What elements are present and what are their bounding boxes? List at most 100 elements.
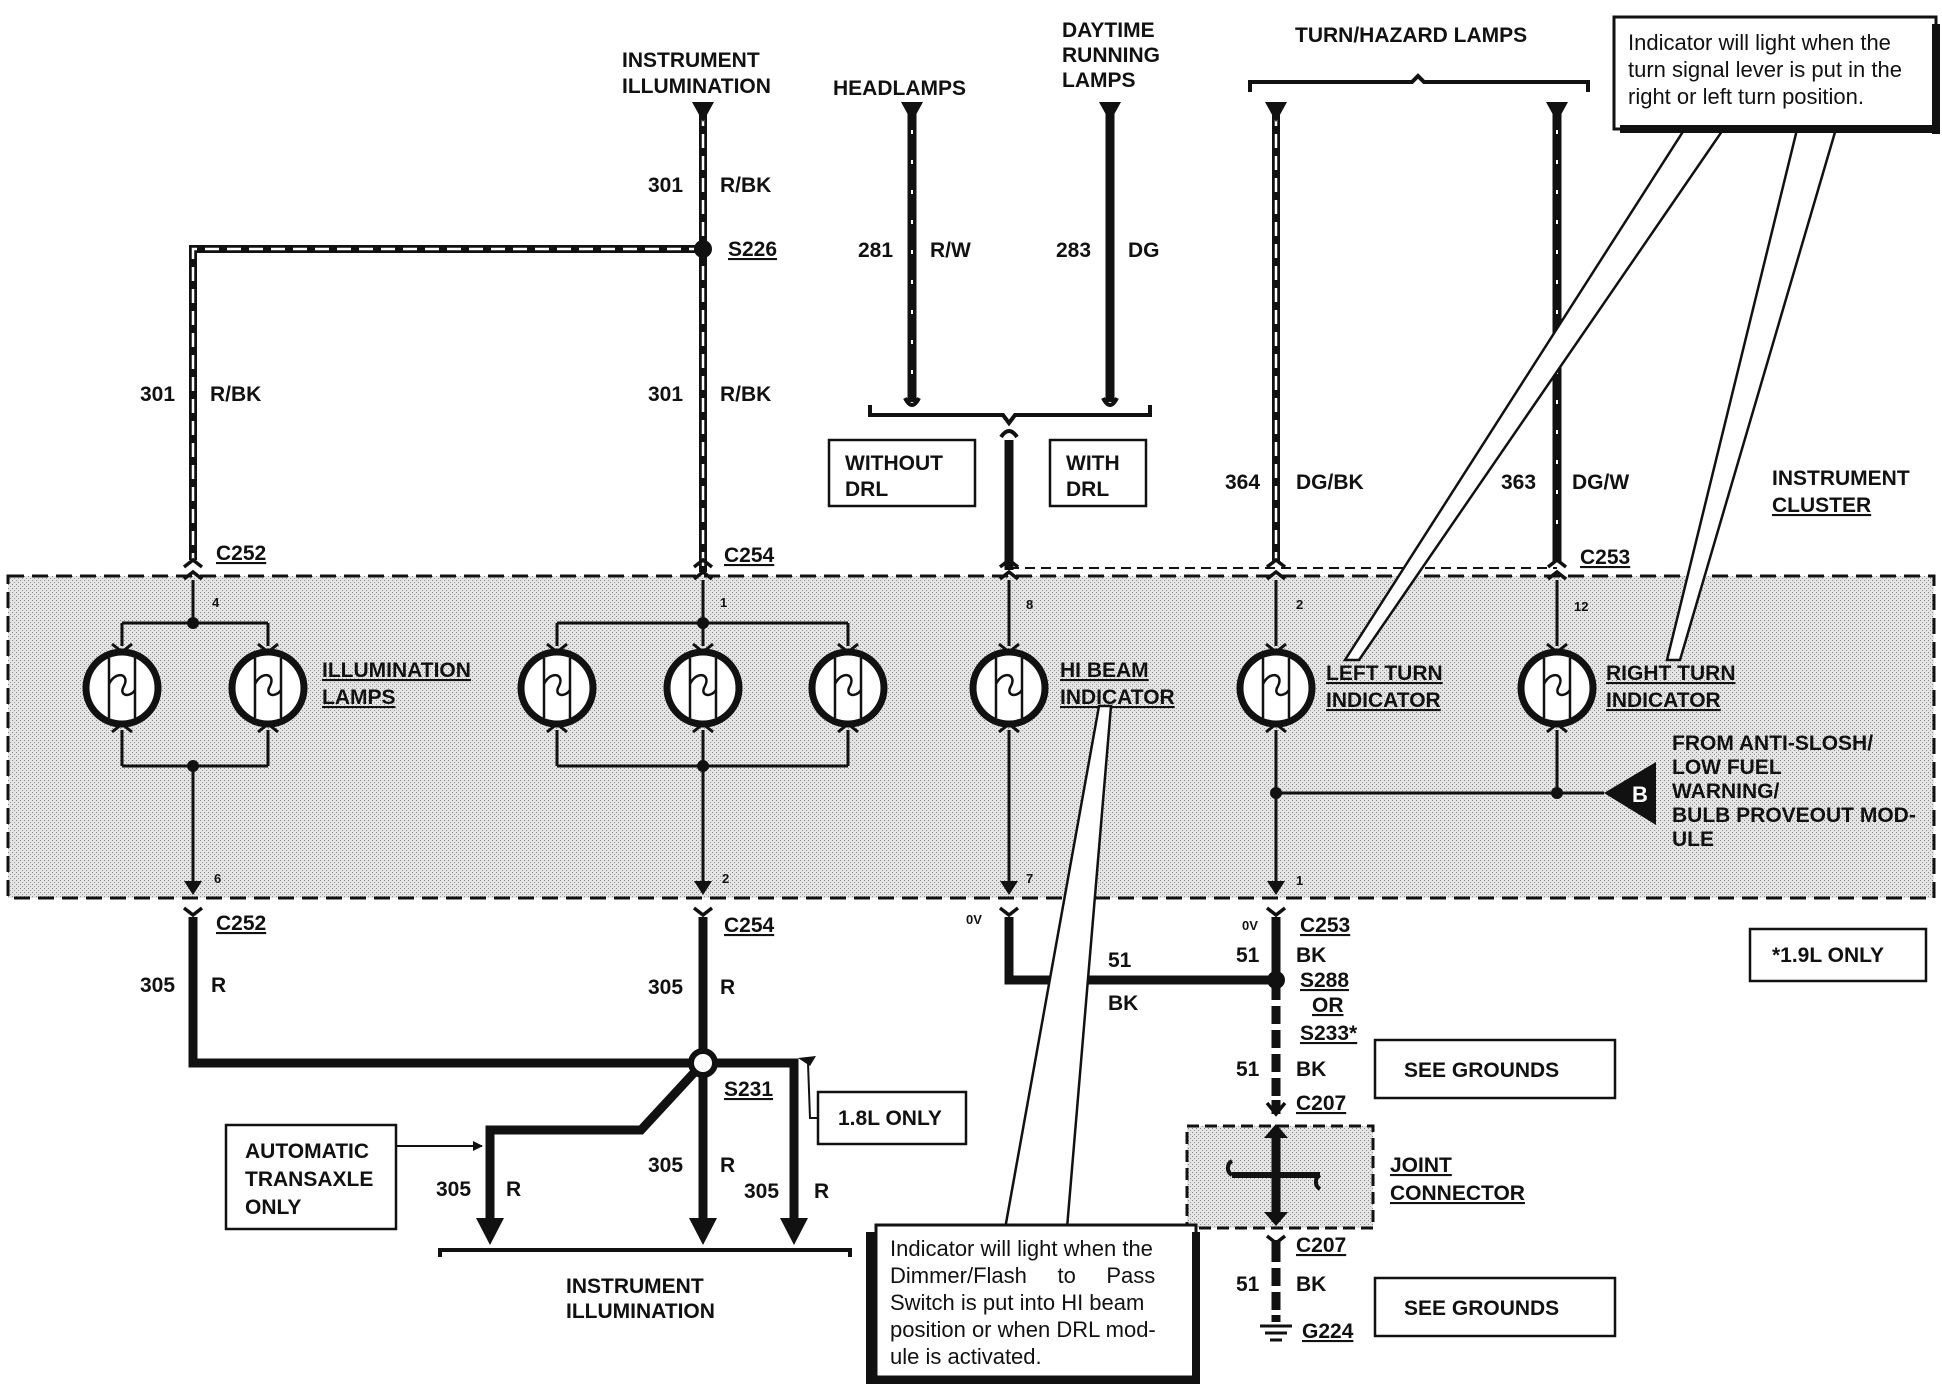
hi-beam-note: Indicator will light when the Dimmer/Fla…	[866, 704, 1200, 1384]
bulb-group	[82, 642, 1597, 734]
right-turn-indicator-label: RIGHT TURN INDICATOR	[1606, 662, 1736, 712]
svg-text:51: 51	[1108, 949, 1132, 972]
svg-text:LAMPS: LAMPS	[1062, 69, 1136, 92]
illumination-lamp-4	[663, 642, 743, 734]
voltage-hibeam: 0V	[966, 912, 982, 927]
svg-text:position or when DRL mod-: position or when DRL mod-	[890, 1317, 1156, 1342]
svg-text:AUTOMATIC: AUTOMATIC	[245, 1140, 369, 1163]
right-turn-bulb	[1517, 642, 1597, 734]
wire-301-top-label: 301 R/BK	[648, 174, 771, 197]
svg-text:ule is activated.: ule is activated.	[890, 1344, 1042, 1369]
wire-305-branch-1-label: 305 R	[436, 1178, 521, 1201]
svg-text:INDICATOR: INDICATOR	[1326, 689, 1441, 712]
svg-text:BK: BK	[1296, 1273, 1326, 1296]
header-daytime-running-lamps: DAYTIME RUNNING LAMPS	[1062, 19, 1160, 92]
svg-text:364: 364	[1225, 471, 1260, 494]
joint-connector-label: JOINT CONNECTOR	[1390, 1154, 1525, 1205]
svg-text:WARNING/: WARNING/	[1672, 780, 1779, 803]
svg-text:R: R	[720, 976, 735, 999]
ground-g224-label: G224	[1302, 1320, 1354, 1343]
svg-text:S233*: S233*	[1300, 1022, 1358, 1045]
bottom-instrument-illumination-label: INSTRUMENT ILLUMINATION	[566, 1275, 715, 1323]
without-drl-box: WITHOUT DRL	[827, 438, 977, 508]
svg-text:RUNNING: RUNNING	[1062, 44, 1160, 67]
see-grounds-box-1: SEE GROUNDS	[1373, 1038, 1617, 1100]
svg-text:INDICATOR: INDICATOR	[1060, 686, 1175, 709]
pin-2b: 2	[722, 871, 729, 886]
svg-text:DG/W: DG/W	[1572, 471, 1629, 494]
svg-text:OR: OR	[1312, 994, 1344, 1017]
svg-text:INSTRUMENT: INSTRUMENT	[1772, 467, 1910, 490]
pin-1b: 1	[1296, 873, 1303, 888]
connector-c253-bottom: C253	[1300, 914, 1350, 937]
voltage-turn: 0V	[1242, 918, 1258, 933]
svg-text:R/BK: R/BK	[720, 383, 771, 406]
svg-text:turn signal lever is put in th: turn signal lever is put in the	[1628, 57, 1902, 82]
svg-text:SEE GROUNDS: SEE GROUNDS	[1404, 1297, 1559, 1320]
illumination-lamp-3	[517, 642, 597, 734]
svg-text:BK: BK	[1296, 1058, 1326, 1081]
svg-text:BK: BK	[1108, 992, 1138, 1015]
wire-305-mid-label: 305 R	[648, 976, 735, 999]
wire-301-top-arrow	[692, 102, 714, 122]
wire-364-label: 364 DG/BK	[1225, 471, 1364, 494]
connector-c252-bottom: C252	[216, 912, 266, 935]
svg-text:CLUSTER: CLUSTER	[1772, 494, 1871, 517]
wire-51-segment-2-label: 51 BK	[1236, 1058, 1326, 1081]
connector-c253-top: C253	[1580, 546, 1630, 569]
svg-text:DG: DG	[1128, 239, 1160, 262]
wire-51-horizontal-label: 51 BK	[1108, 949, 1138, 1015]
pin-12: 12	[1574, 599, 1588, 614]
wire-51-segment-1-label: 51 BK	[1236, 944, 1326, 967]
pin-7: 7	[1026, 871, 1033, 886]
pin-6: 6	[214, 871, 221, 886]
svg-text:INDICATOR: INDICATOR	[1606, 689, 1721, 712]
wire-301-left-label: 301 R/BK	[140, 383, 261, 406]
wire-301-horizontal	[189, 245, 703, 560]
svg-text:51: 51	[1236, 1058, 1260, 1081]
wire-305-branch-2-label: 305 R	[648, 1154, 735, 1177]
connector-c254-bottom: C254	[724, 914, 775, 937]
connector-c207-top: C207	[1296, 1092, 1346, 1115]
svg-text:305: 305	[744, 1180, 779, 1203]
svg-text:LOW FUEL: LOW FUEL	[1672, 756, 1782, 779]
svg-text:BK: BK	[1296, 944, 1326, 967]
svg-text:Dimmer/Flash to Pass: Dimmer/Flash to Pass	[890, 1263, 1155, 1288]
hi-beam-indicator-label: HI BEAM INDICATOR	[1060, 659, 1175, 709]
splice-s288-dot	[1267, 971, 1285, 989]
pin-8: 8	[1026, 597, 1033, 612]
svg-text:R/BK: R/BK	[720, 174, 771, 197]
header-headlamps: HEADLAMPS	[833, 77, 966, 100]
svg-text:ILLUMINATION: ILLUMINATION	[566, 1300, 715, 1323]
left-turn-indicator-label: LEFT TURN INDICATOR	[1326, 662, 1443, 712]
wire-305-left-label: 305 R	[140, 974, 226, 997]
svg-text:HI BEAM: HI BEAM	[1060, 659, 1149, 682]
svg-text:1.8L ONLY: 1.8L ONLY	[838, 1107, 942, 1130]
left-turn-bulb	[1236, 642, 1316, 734]
svg-text:R: R	[720, 1154, 735, 1177]
svg-text:281: 281	[858, 239, 893, 262]
see-grounds-box-2: SEE GROUNDS	[1373, 1276, 1617, 1338]
svg-text:51: 51	[1236, 944, 1260, 967]
svg-text:INSTRUMENT: INSTRUMENT	[622, 49, 760, 72]
svg-text:ILLUMINATION: ILLUMINATION	[322, 659, 471, 682]
wire-305-branch-3-label: 305 R	[744, 1180, 829, 1203]
pin-1: 1	[720, 595, 727, 610]
bottom-illumination-bracket	[438, 1248, 852, 1257]
svg-text:SEE GROUNDS: SEE GROUNDS	[1404, 1059, 1559, 1082]
only-1-8l-leader	[807, 1062, 818, 1119]
hi-beam-bulb	[969, 642, 1049, 734]
svg-text:TRANSAXLE: TRANSAXLE	[245, 1168, 373, 1191]
splice-s231-dot	[688, 1048, 718, 1078]
illumination-lamp-2	[228, 642, 308, 734]
with-drl-box: WITH DRL	[1048, 438, 1148, 508]
svg-text:363: 363	[1501, 471, 1536, 494]
svg-text:FROM ANTI-SLOSH/: FROM ANTI-SLOSH/	[1672, 732, 1873, 755]
svg-text:301: 301	[648, 383, 683, 406]
illumination-lamp-5	[808, 642, 888, 734]
header-turn-hazard-lamps: TURN/HAZARD LAMPS	[1295, 24, 1527, 47]
svg-text:305: 305	[648, 976, 683, 999]
automatic-transaxle-box: AUTOMATIC TRANSAXLE ONLY	[224, 1123, 398, 1231]
bottom-connector-chevrons	[182, 906, 1287, 918]
svg-text:Switch is put into HI beam: Switch is put into HI beam	[890, 1290, 1144, 1315]
